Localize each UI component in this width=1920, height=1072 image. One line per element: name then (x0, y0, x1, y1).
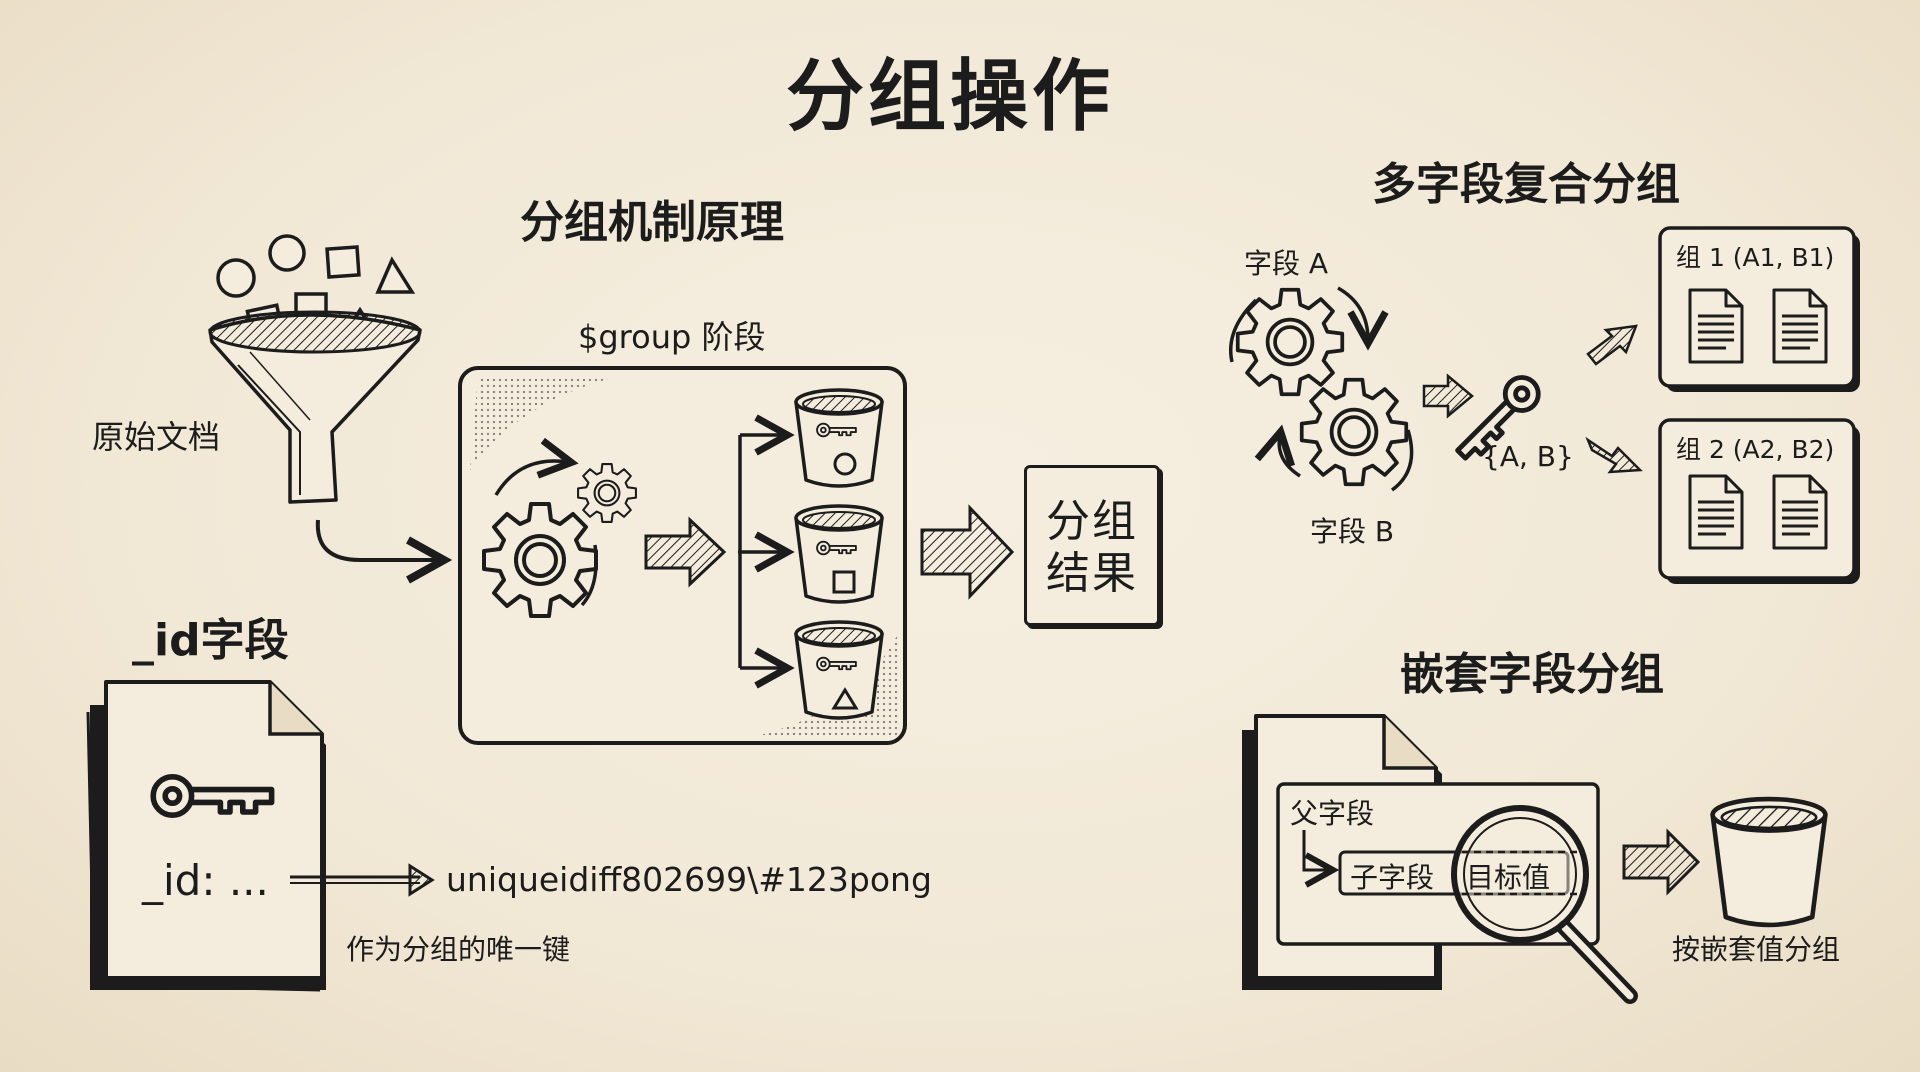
group-2-label: 组 2 (A2, B2) (1676, 435, 1835, 464)
bucket-icon (1713, 799, 1826, 925)
document-icon (1772, 288, 1828, 364)
field-b-label: 字段 B (1310, 515, 1395, 548)
nested-field-heading: 嵌套字段分组 (1400, 649, 1664, 700)
composite-key-label: {A, B} (1482, 440, 1574, 473)
id-doc-text: _id: ... (142, 856, 269, 905)
gear-icon (577, 463, 637, 523)
gear-icon (1235, 287, 1345, 397)
source-docs-label: 原始文档 (92, 418, 221, 456)
field-a-label: 字段 A (1244, 247, 1329, 280)
nested-result-label: 按嵌套值分组 (1672, 933, 1841, 966)
multi-field-heading: 多字段复合分组 (1372, 159, 1680, 210)
page-title: 分组操作 (786, 52, 1115, 142)
gear-icon (1299, 377, 1409, 487)
document-icon (1688, 474, 1744, 550)
principle-heading: 分组机制原理 (520, 197, 784, 248)
arrow-icon (315, 519, 440, 560)
document-icon (1772, 474, 1828, 550)
magnifier-icon (1451, 805, 1638, 1004)
group-stage-label: $group 阶段 (578, 318, 766, 356)
arrow-icon (920, 504, 1015, 600)
group-result-box: 分组结果 (1024, 465, 1160, 626)
document-icon (86, 680, 326, 992)
target-value-label: 目标值 (1466, 861, 1551, 894)
document-icon (1688, 288, 1744, 364)
gear-icon (482, 502, 598, 618)
arrow-icon (1422, 373, 1474, 419)
arrow-icon (1586, 324, 1638, 366)
arrow-icon (408, 863, 435, 897)
id-field-heading: _id字段 (132, 615, 289, 666)
arrow-icon (1585, 436, 1643, 474)
arrow-icon (644, 516, 727, 588)
child-field-label: 子字段 (1350, 861, 1435, 894)
arrow-icon (1622, 828, 1701, 896)
id-caption: 作为分组的唯一键 (346, 933, 571, 966)
funnel-icon (208, 234, 422, 504)
group-1-label: 组 1 (A1, B1) (1676, 243, 1835, 272)
parent-field-label: 父字段 (1290, 797, 1375, 830)
id-value-text: uniqueidiff802699\#123pong (446, 860, 932, 899)
group-result-label: 分组结果 (1046, 496, 1138, 599)
